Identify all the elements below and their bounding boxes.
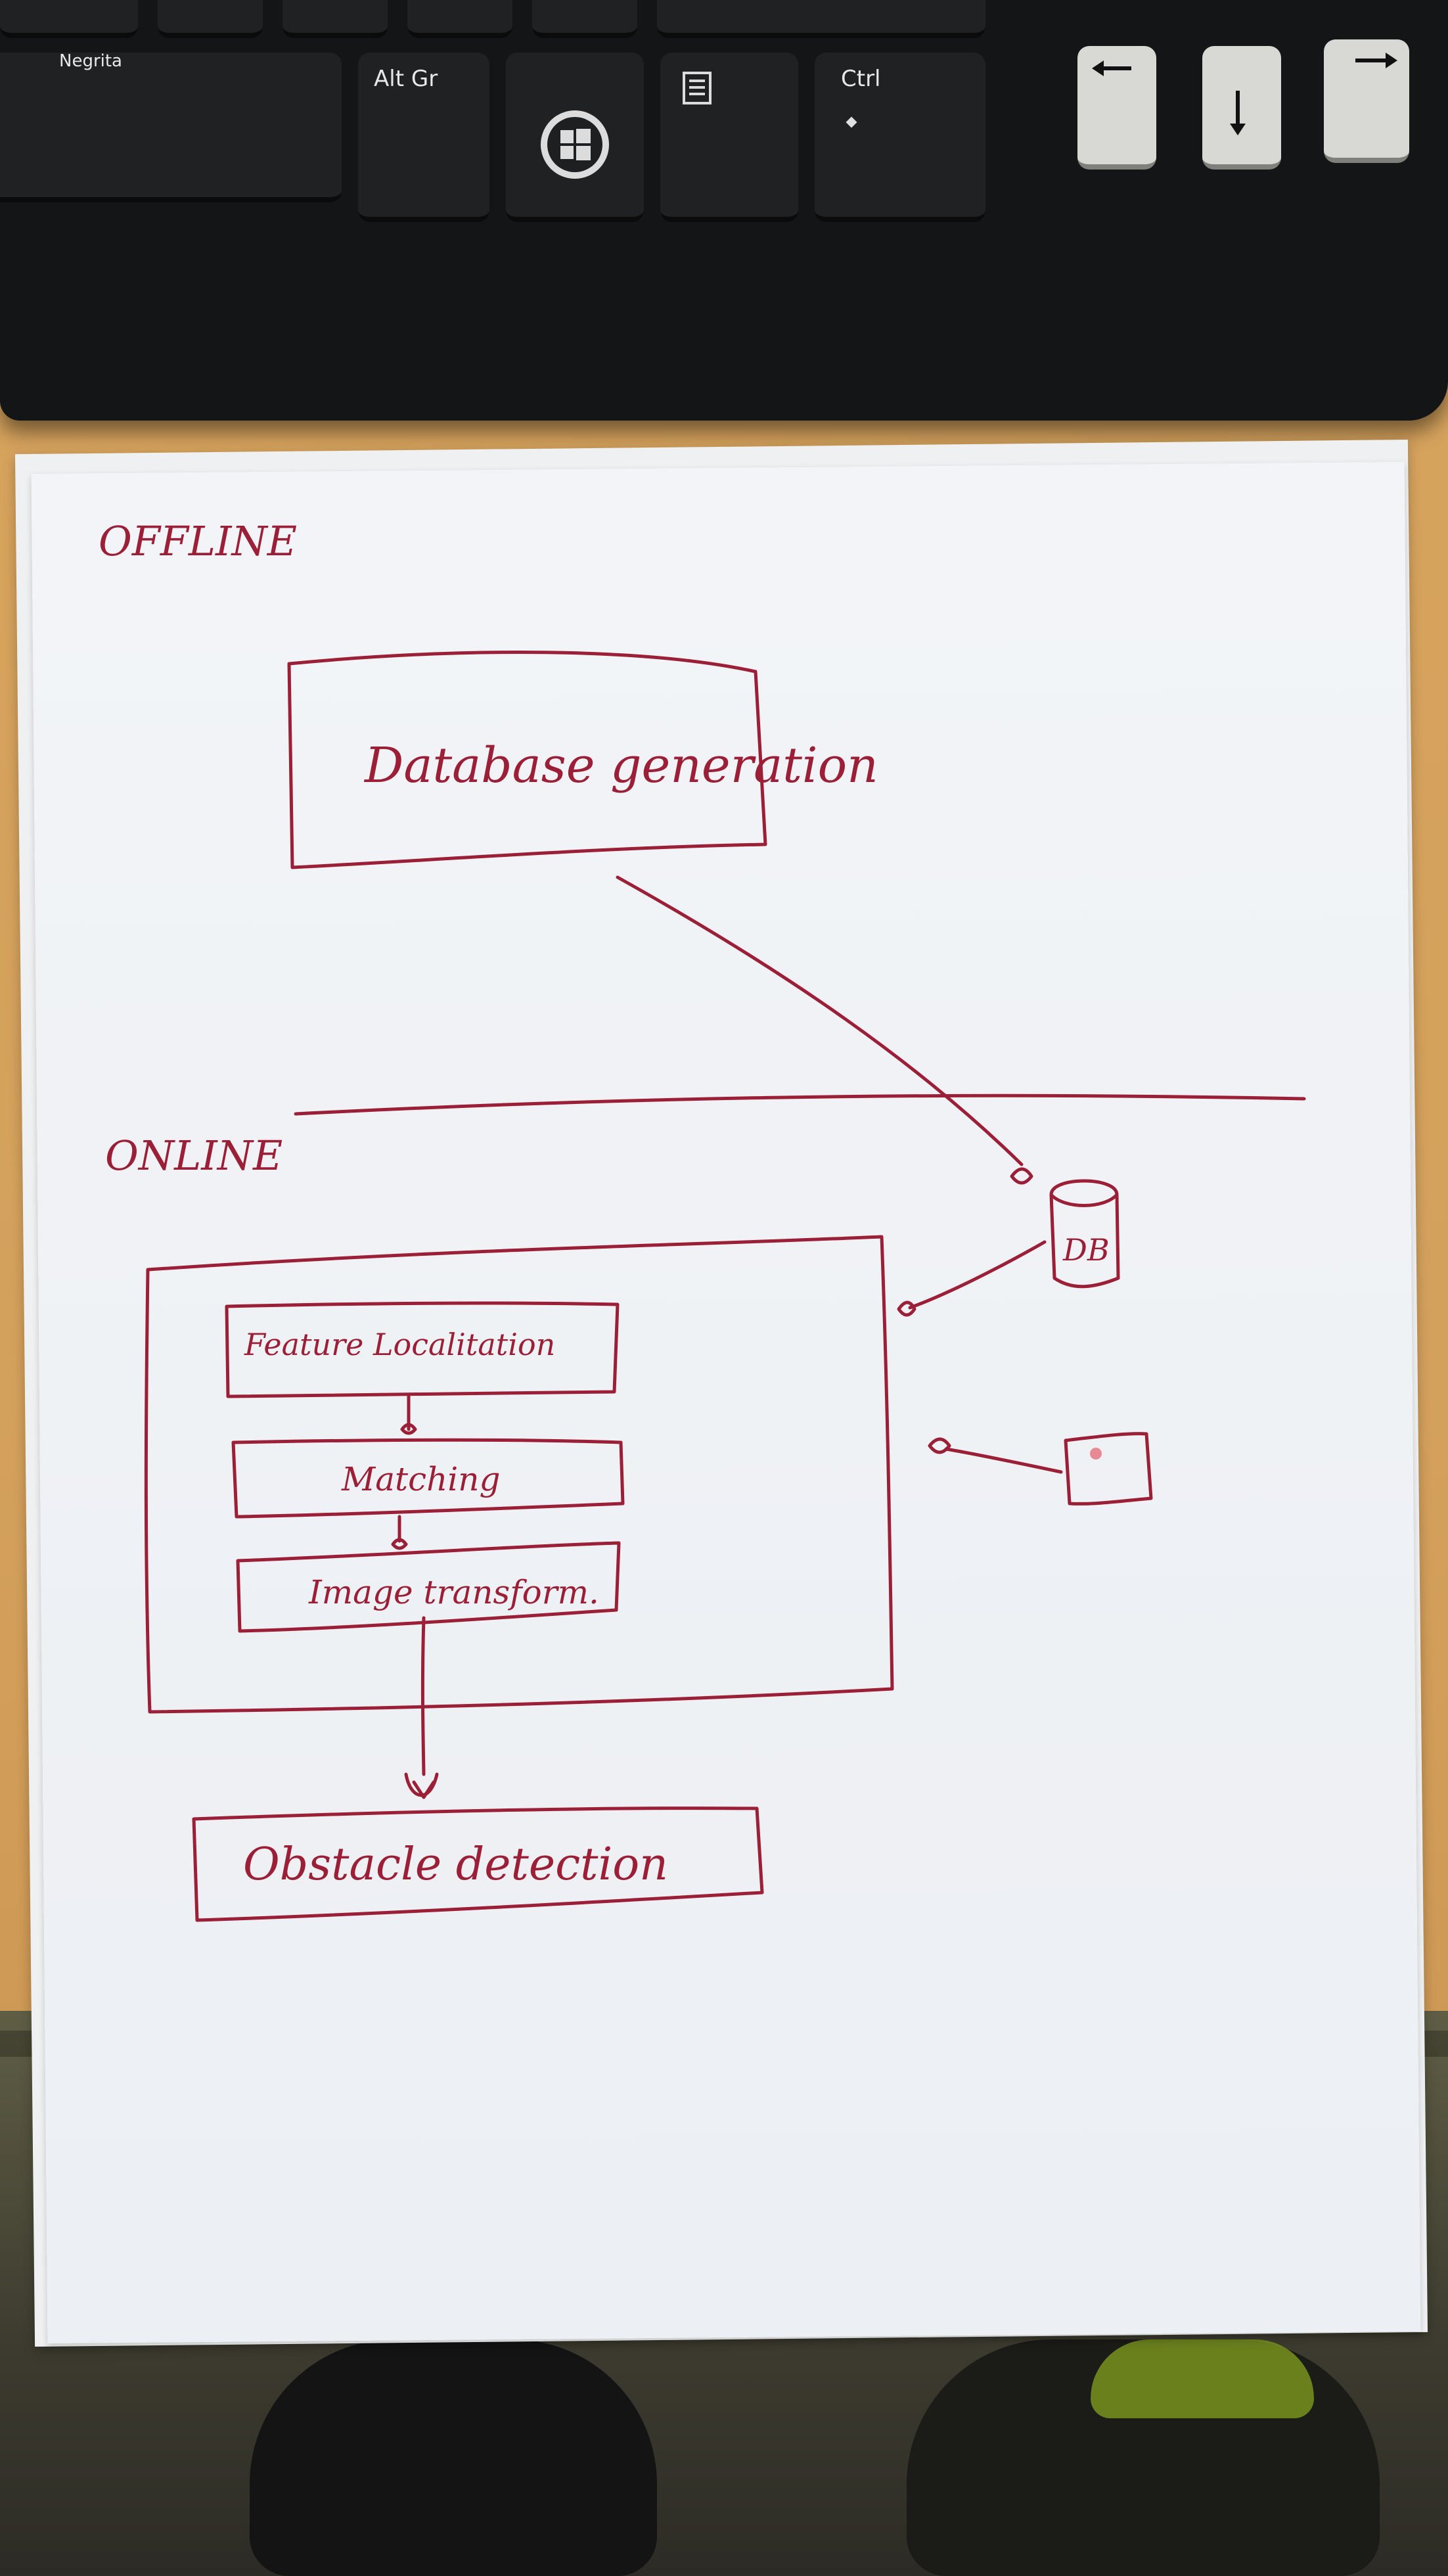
matching-connector-end <box>391 1538 408 1550</box>
key-top-row-4[interactable] <box>407 0 512 38</box>
camera-connector-end <box>928 1437 951 1454</box>
transform-to-obstacle-connector <box>420 1616 426 1776</box>
shoe-right-accent <box>1091 2339 1314 2418</box>
key-windows[interactable] <box>506 53 644 222</box>
key-negrita[interactable]: Negrita <box>0 51 342 202</box>
key-alt-gr[interactable]: Alt Gr <box>358 53 489 222</box>
db-cylinder-icon <box>1049 1179 1120 1289</box>
key-left-arrow[interactable] <box>1077 46 1156 170</box>
obstacle-detection-box <box>192 1806 764 1922</box>
online-processing-box <box>144 1235 894 1714</box>
key-down-arrow[interactable] <box>1202 46 1281 170</box>
dbgen-connector-end <box>1010 1167 1033 1185</box>
feature-connector-end <box>400 1423 417 1435</box>
label-online: ONLINE <box>105 1132 283 1180</box>
key-top-row-6[interactable] <box>657 0 985 38</box>
camera-icon <box>1064 1432 1153 1506</box>
shoe-left <box>250 2339 657 2576</box>
offline-online-separator <box>294 1093 1306 1116</box>
label-offline: OFFLINE <box>99 517 297 565</box>
database-generation-box <box>287 651 767 869</box>
key-negrita-label: Negrita <box>59 51 122 71</box>
key-ctrl-label: Ctrl <box>841 66 881 92</box>
key-top-row-2[interactable] <box>158 0 263 38</box>
feature-localitation-box <box>225 1301 620 1398</box>
label-database-generation: Database generation <box>363 737 878 794</box>
label-obstacle-detection: Obstacle detection <box>243 1839 668 1891</box>
label-feature-localitation: Feature Localitation <box>244 1327 555 1362</box>
db-to-box-connector-end <box>897 1300 916 1317</box>
key-top-row-1[interactable] <box>0 0 138 38</box>
key-alt-gr-label: Alt Gr <box>374 66 438 92</box>
menu-icon <box>683 72 712 104</box>
dbgen-to-db-connector <box>616 875 1024 1166</box>
down-arrow-icon <box>1230 91 1246 135</box>
key-ctrl[interactable]: Ctrl <box>815 53 985 222</box>
key-top-row-3[interactable] <box>283 0 388 38</box>
db-to-box-connector <box>908 1240 1047 1310</box>
label-image-transform: Image transform. <box>308 1573 599 1611</box>
camera-lens-icon <box>1090 1448 1102 1460</box>
obstacle-arrow-head <box>404 1772 439 1799</box>
windows-icon <box>541 110 609 179</box>
image-transform-box <box>236 1541 621 1633</box>
matching-box <box>231 1438 625 1519</box>
label-matching: Matching <box>341 1460 501 1498</box>
key-menu[interactable] <box>660 53 798 222</box>
key-top-row-5[interactable] <box>532 0 637 38</box>
label-db: DB <box>1062 1232 1110 1268</box>
camera-to-box-connector <box>944 1447 1063 1474</box>
key-right-arrow[interactable] <box>1324 39 1409 163</box>
left-arrow-icon <box>1092 60 1131 76</box>
keyboard: Negrita Alt Gr Ctrl <box>0 0 1448 421</box>
right-arrow-icon <box>1355 53 1397 68</box>
